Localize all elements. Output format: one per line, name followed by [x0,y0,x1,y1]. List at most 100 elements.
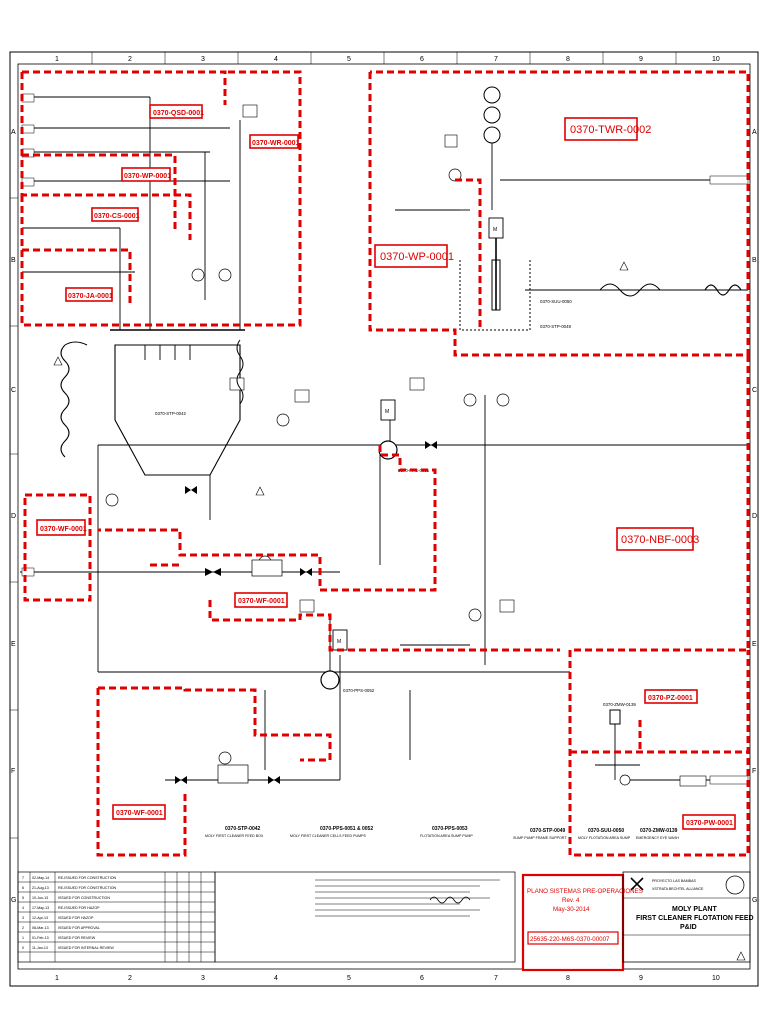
svg-text:1: 1 [22,936,24,940]
zone-label-wr: 0370-WR-0001 [252,140,300,147]
grid-col-2: 2 [128,56,132,63]
grid-row-d: D [11,513,16,520]
grid-col-1: 1 [55,56,59,63]
caption-tag-5: 0370-ZMW-0139 [640,828,678,834]
svg-text:ISSUED FOR INTERNAL REVIEW: ISSUED FOR INTERNAL REVIEW [58,946,114,950]
grid-col-4-bottom: 4 [274,975,278,982]
bechtel-logo-icon [725,875,745,895]
grid-col-10-bottom: 10 [712,975,720,982]
svg-text:ISSUED FOR HAZOP: ISSUED FOR HAZOP [58,916,94,920]
stamp-line1: PLANO SISTEMAS PRE-OPERACIONES [527,888,643,895]
grid-row-c-right: C [752,387,757,394]
svg-text:12-Apr-13: 12-Apr-13 [32,916,48,920]
equipment-symbols: M M M [21,86,749,961]
grid-row-g: G [11,897,16,904]
caption-desc-0: MOLY FIRST CLEANER FEED BOX [205,834,264,838]
caption-tag-3: 0370-STP-0049 [530,828,566,834]
stamp-line2: Rev. 4 [562,897,580,904]
grid-row-c: C [11,387,16,394]
grid-row-a: A [11,129,16,136]
caption-desc-4: MOLY FLOTATION AREA SUMP [578,836,631,840]
grid-row-d-right: D [752,513,757,520]
zone-label-twr: 0370-TWR-0002 [570,124,651,136]
vessel-1-tag: 0370-SUU-0050 [540,299,572,304]
svg-text:7: 7 [22,876,24,880]
tb-alliance: XSTRATA BECHTEL ALLIANCE [652,887,704,891]
grid-row-g-right: G [752,897,757,904]
grid-col-7-bottom: 7 [494,975,498,982]
svg-text:M: M [337,639,341,645]
tb-title1: MOLY PLANT [672,906,717,913]
stamp-doc-number: 25635-220-M6S-0370-00007 [530,936,610,943]
grid-col-1-bottom: 1 [55,975,59,982]
svg-text:21-Aug-13: 21-Aug-13 [32,886,49,890]
svg-text:ISSUED FOR CONSTRUCTION: ISSUED FOR CONSTRUCTION [58,896,110,900]
zone-label-pw: 0370-PW-0001 [686,820,733,827]
tb-title3: P&ID [680,924,697,931]
zone-label-wf-left: 0370-WF-0001 [40,526,87,533]
svg-text:RE-ISSUED FOR CONSTRUCTION: RE-ISSUED FOR CONSTRUCTION [58,876,117,880]
caption-desc-1: MOLY FIRST CLEANER CELLS FEED PUMPS [290,834,366,838]
reference-notes [214,871,516,963]
equipment-captions: 0370-STP-0042 MOLY FIRST CLEANER FEED BO… [205,826,679,840]
svg-text:10-Jun-13: 10-Jun-13 [32,896,48,900]
zone-label-ja: 0370-JA-0001 [68,293,113,300]
grid-col-3-bottom: 3 [201,975,205,982]
grid-row-a-right: A [752,129,757,136]
svg-text:RE-ISSUED FOR HAZOP: RE-ISSUED FOR HAZOP [58,906,100,910]
caption-tag-4: 0370-SUU-0050 [588,828,624,834]
zone-label-wf-mid: 0370-WF-0001 [238,598,285,605]
grid-col-5: 5 [347,56,351,63]
svg-text:0: 0 [22,946,24,950]
zone-label-wf-bottom: 0370-WF-0001 [116,810,163,817]
svg-text:M: M [493,227,497,233]
svg-text:02-May-14: 02-May-14 [32,876,49,880]
grid-col-7: 7 [494,56,498,63]
eye-wash-tag: 0370-ZMW-0139 [603,702,636,707]
grid-col-2-bottom: 2 [128,975,132,982]
zone-boundaries [20,70,750,857]
zone-label-cs: 0370-CS-0001 [94,213,140,220]
grid-ticks [10,52,677,839]
grid-row-b-right: B [752,257,757,264]
svg-text:11-Jan-13: 11-Jan-13 [32,946,48,950]
revision-table: 7 02-May-14 RE-ISSUED FOR CONSTRUCTION 6… [17,871,216,963]
caption-tag-0: 0370-STP-0042 [225,826,261,832]
svg-text:08-Mar-13: 08-Mar-13 [32,926,49,930]
pump-2-symbol [320,670,340,690]
svg-text:5: 5 [22,896,24,900]
preops-stamp: PLANO SISTEMAS PRE-OPERACIONES Rev. 4 Ma… [521,873,643,972]
grid-row-e: E [11,641,16,648]
zone-label-pz: 0370-PZ-0001 [648,695,693,702]
svg-text:6: 6 [22,886,24,890]
caption-tag-2: 0370-PPS-0053 [432,826,468,832]
caption-tag-1: 0370-PPS-0051 & 0052 [320,826,373,832]
grid-column-labels: 1 2 3 4 5 6 7 8 9 10 1 2 3 4 5 6 7 8 9 1… [55,56,720,982]
feed-box-tag: 0370-STP-0042 [155,411,187,416]
svg-text:4: 4 [22,906,24,910]
vessel-2-tag: 0370-STP-0049 [540,324,572,329]
caption-desc-5: EMERGENCY EYE WASH [636,836,679,840]
grid-col-6: 6 [420,56,424,63]
svg-text:01-Feb-13: 01-Feb-13 [32,936,49,940]
caption-desc-3: SUMP PUMP FRAME SUPPORT [513,836,567,840]
svg-text:17-May-13: 17-May-13 [32,906,49,910]
grid-col-9-bottom: 9 [639,975,643,982]
pump-2-tag: 0370-PPS-0052 [343,688,375,693]
tb-title2: FIRST CLEANER FLOTATION FEED [636,915,754,922]
svg-text:ISSUED FOR REVIEW: ISSUED FOR REVIEW [58,936,96,940]
grid-row-labels: A B C D E F G A B C D E F G [11,129,757,904]
stamp-line3: May-30-2014 [553,906,590,913]
grid-col-4: 4 [274,56,278,63]
grid-row-f: F [11,768,15,775]
zone-labels: 0370-QSD-0001 0370-WR-0001 0370-WP-0001 … [36,104,736,830]
caption-desc-2: FLOTATION AREA SUMP PUMP [420,834,473,838]
tb-project: PROYECTO LAS BAMBAS [652,879,696,883]
svg-text:2: 2 [22,926,24,930]
grid-row-e-right: E [752,641,757,648]
zone-label-qsd: 0370-QSD-0001 [153,110,204,117]
pump-1-motor [380,399,396,421]
grid-col-10: 10 [712,56,720,63]
zone-label-wp-top: 0370-WP-0001 [124,173,171,180]
